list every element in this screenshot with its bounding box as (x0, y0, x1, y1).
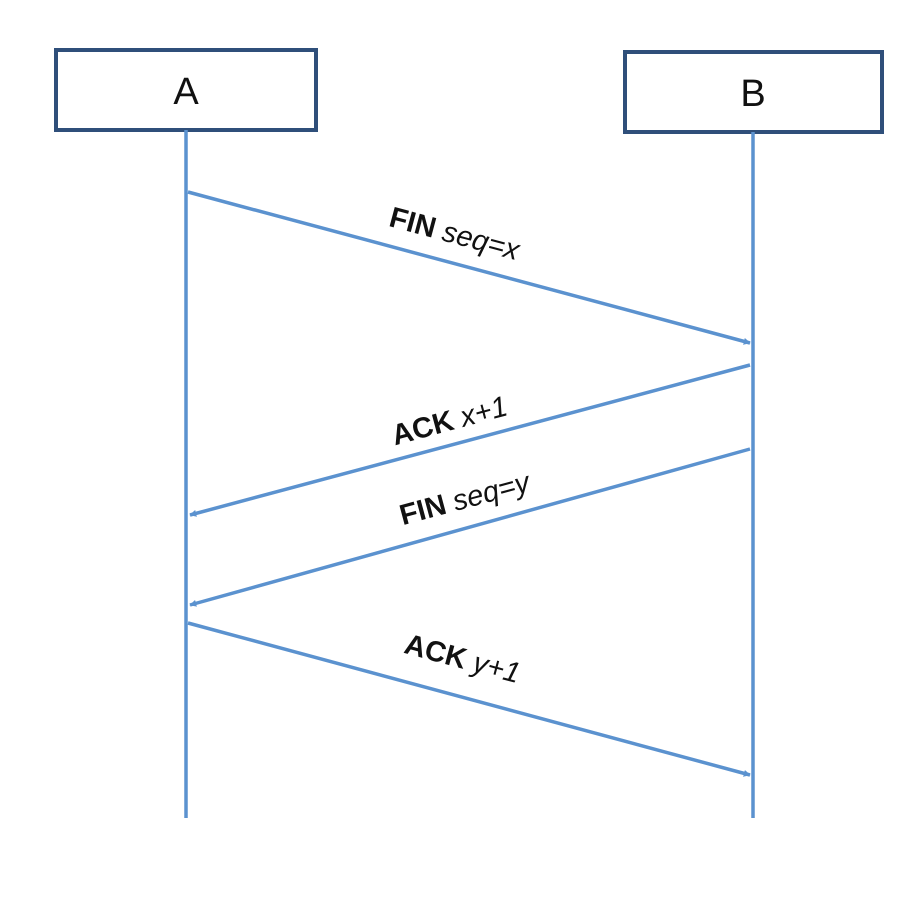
participant-a-box (54, 48, 318, 132)
message-1-arrow (187, 190, 751, 345)
message-3-arrow (189, 447, 751, 607)
message-4: ACKy+1 (187, 621, 751, 777)
message-4-kind: ACK (401, 629, 470, 676)
message-4-label: ACKy+1 (401, 629, 524, 691)
message-1-kind: FIN (386, 202, 439, 245)
message-1: FINseq=x (187, 190, 751, 345)
participant-b-label: B (740, 73, 765, 115)
message-4-param: y+1 (467, 646, 523, 690)
message-3: FINseq=y (189, 447, 751, 607)
message-1-param: seq=x (439, 216, 524, 268)
participant-a-label: A (173, 71, 199, 113)
message-2-param: x+1 (455, 391, 511, 435)
participant-a: A (54, 48, 318, 132)
message-1-label: FINseq=x (386, 202, 524, 268)
message-3-label: FINseq=y (396, 466, 534, 532)
message-3-param: seq=y (449, 466, 534, 518)
message-2-arrow (189, 363, 751, 517)
participant-b: B (623, 50, 884, 134)
message-3-kind: FIN (396, 489, 449, 532)
message-4-arrow (187, 621, 751, 777)
message-2-label: ACKx+1 (388, 391, 511, 453)
participant-b-box (623, 50, 884, 134)
